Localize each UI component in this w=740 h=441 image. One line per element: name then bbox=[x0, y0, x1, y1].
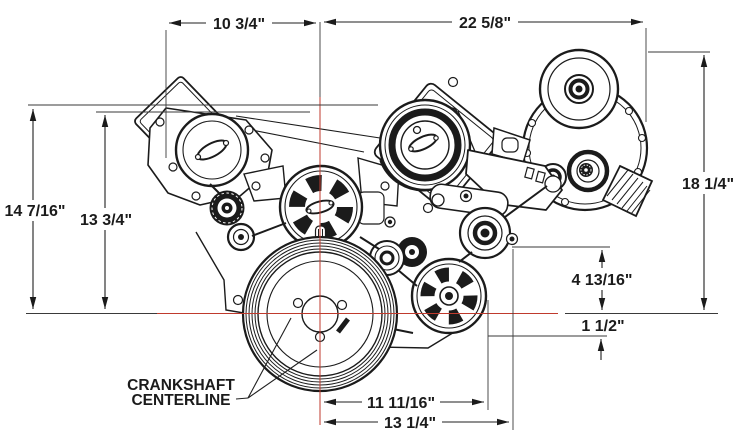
top-idler-pulley bbox=[538, 48, 620, 130]
dim-label-bottom-width-inner: 11 11/16" bbox=[367, 395, 435, 412]
ps-pump-pulley bbox=[410, 257, 488, 335]
dim-label-bottom-width-outer: 13 1/4" bbox=[384, 415, 436, 432]
dim-label-right-height: 18 1/4" bbox=[682, 176, 734, 193]
centerlines bbox=[157, 97, 558, 425]
alternator bbox=[243, 157, 400, 250]
callout-line1: CRANKSHAFT bbox=[127, 377, 235, 394]
alternator-pulley bbox=[278, 164, 364, 250]
dim-label-top-width-left: 10 3/4" bbox=[213, 16, 265, 33]
power-steering-pump bbox=[147, 107, 273, 206]
water-pump-hub-pulley bbox=[566, 149, 610, 193]
dim-label-left-height-inner: 13 3/4" bbox=[80, 212, 132, 229]
lower-left-idler bbox=[226, 222, 256, 252]
callout-line2: CENTERLINE bbox=[131, 392, 230, 409]
dimension-annotations: 10 3/4" 22 5/8" 14 7/16" 13 3/4" 18 1/4"… bbox=[1, 13, 734, 432]
idler-pulley bbox=[458, 189, 519, 260]
ps-cap-logo bbox=[194, 139, 230, 161]
belt-tensioner bbox=[384, 126, 563, 228]
ac-compressor bbox=[373, 76, 504, 214]
water-outlet bbox=[601, 164, 654, 218]
belt-segments bbox=[209, 183, 548, 334]
dim-label-top-width-right: 22 5/8" bbox=[459, 15, 511, 32]
dim-label-idler-to-centerline: 4 13/16" bbox=[572, 272, 633, 289]
dim-label-below-centerline: 1 1/2" bbox=[581, 318, 624, 335]
timing-mark bbox=[336, 317, 350, 334]
compressor-cap-logo bbox=[408, 125, 439, 153]
crankshaft-centerline-callout: CRANKSHAFT CENTERLINE bbox=[127, 317, 318, 409]
ps-gear-pulley bbox=[209, 190, 245, 226]
dim-label-left-height-outer: 14 7/16" bbox=[5, 203, 66, 220]
